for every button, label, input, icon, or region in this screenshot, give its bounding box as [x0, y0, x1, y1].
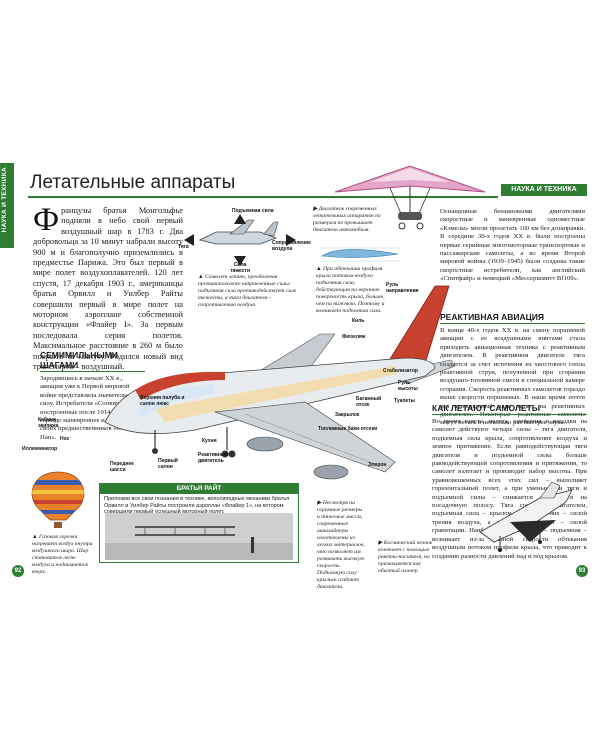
label-flaps: Закрылок	[335, 412, 360, 418]
hot-air-balloon-illustration	[31, 471, 85, 528]
section-banner: НАУКА И ТЕХНИКА	[501, 184, 587, 196]
airliner-cutaway-illustration	[104, 285, 455, 480]
intro-text: ранцузы братья Монгольфье подняли в небо…	[33, 206, 183, 372]
seven-league-text: Зародившись в начале XX в., авиация уже …	[40, 375, 144, 441]
force-weight-label: Сила тяжести	[230, 262, 250, 274]
shuttle-caption: ▶ Космический челнок взлетает с помощью …	[378, 540, 433, 574]
wright-flyer-sketch	[105, 526, 293, 560]
label-jet-engine: Реактивный двигатель	[198, 452, 229, 464]
wright-heading: БРАТЬЯ РАЙТ	[100, 484, 298, 494]
jet-heading: РЕАКТИВНАЯ АВИАЦИЯ	[440, 312, 545, 322]
wing-caption: ▲ При обтекании профиля крыла потоком во…	[316, 266, 385, 314]
page-title: Летательные аппараты	[30, 172, 236, 193]
wright-flyer-photo	[105, 513, 293, 560]
label-illuminator: Иллюминатор	[22, 446, 58, 452]
page-number-right: 93	[576, 565, 588, 577]
wright-brothers-box: БРАТЬЯ РАЙТ Приложив все свои познания в…	[99, 483, 299, 563]
size-caption: ▶ Несмотря на огромные размеры и тяжелые…	[317, 500, 365, 590]
wing-profile-illustration	[320, 247, 400, 262]
engine-caption: ▶ Двигатель современных летательных аппа…	[313, 206, 381, 233]
label-fuel-tanks: Топливные баки-отсеки	[318, 426, 378, 432]
side-tab-label: НАУКА И ТЕХНИКА	[1, 167, 8, 233]
label-fin: Киль	[352, 318, 365, 324]
seven-league-heading: СЕМИМИЛЬНЫМИ ШАГАМИ	[40, 350, 118, 370]
label-toilets: Туалеты	[394, 398, 415, 404]
label-baggage: Багажный отсек	[356, 396, 382, 408]
seven-league-rule	[40, 371, 145, 372]
how-heading: КАК ЛЕТАЮТ САМОЛЕТЫ	[432, 403, 541, 413]
label-rudder: Руль направления	[386, 282, 419, 294]
label-aileron: Элерон	[368, 462, 387, 468]
label-kitchen: Кухня	[202, 438, 217, 444]
label-cabin: Кабина экипажа	[38, 417, 59, 429]
forces-diagram	[184, 214, 296, 266]
dropcap: Ф	[33, 202, 60, 238]
label-front-gear: Переднее шасси	[110, 461, 134, 473]
label-stabilizer: Стабилизатор	[383, 368, 418, 374]
wright-text: Приложив все свои познания в технике, ве…	[104, 496, 290, 515]
title-rule	[28, 196, 498, 198]
label-first-class: Первый салон	[158, 458, 178, 470]
label-nose: Нос	[60, 436, 70, 442]
label-elevator: Руль высоты	[398, 380, 418, 392]
force-drag-label: Сопротивление воздуха	[272, 240, 311, 252]
section-banner-label: НАУКА И ТЕХНИКА	[511, 186, 577, 193]
seven-league-section: СЕМИМИЛЬНЫМИ ШАГАМИ Зародившись в начале…	[40, 350, 145, 442]
hang-glider-illustration	[334, 165, 486, 230]
how-rule	[432, 414, 587, 415]
forces-caption: ▲ Самолет летит, преодолевая противополо…	[198, 274, 297, 308]
intro-paragraph: Ф ранцузы братья Монгольфье подняли в не…	[33, 202, 183, 373]
balloon-caption: ▲ Газовая горелка нагревает воздух внутр…	[32, 534, 93, 575]
right-intro-text: Оснащенные бензиновыми двигателями скоро…	[440, 208, 585, 283]
page-number-left: 92	[12, 565, 24, 577]
side-tab: НАУКА И ТЕХНИКА	[0, 163, 14, 248]
label-upper-deck: Верхняя палуба и салон люкс	[140, 395, 185, 407]
space-shuttle-illustration	[479, 481, 573, 552]
label-fuselage: Фюзеляж	[342, 334, 366, 340]
force-thrust-label: Тяга	[178, 244, 189, 250]
force-lift-label: Подъемная сила	[232, 208, 274, 214]
jet-rule	[440, 323, 585, 324]
